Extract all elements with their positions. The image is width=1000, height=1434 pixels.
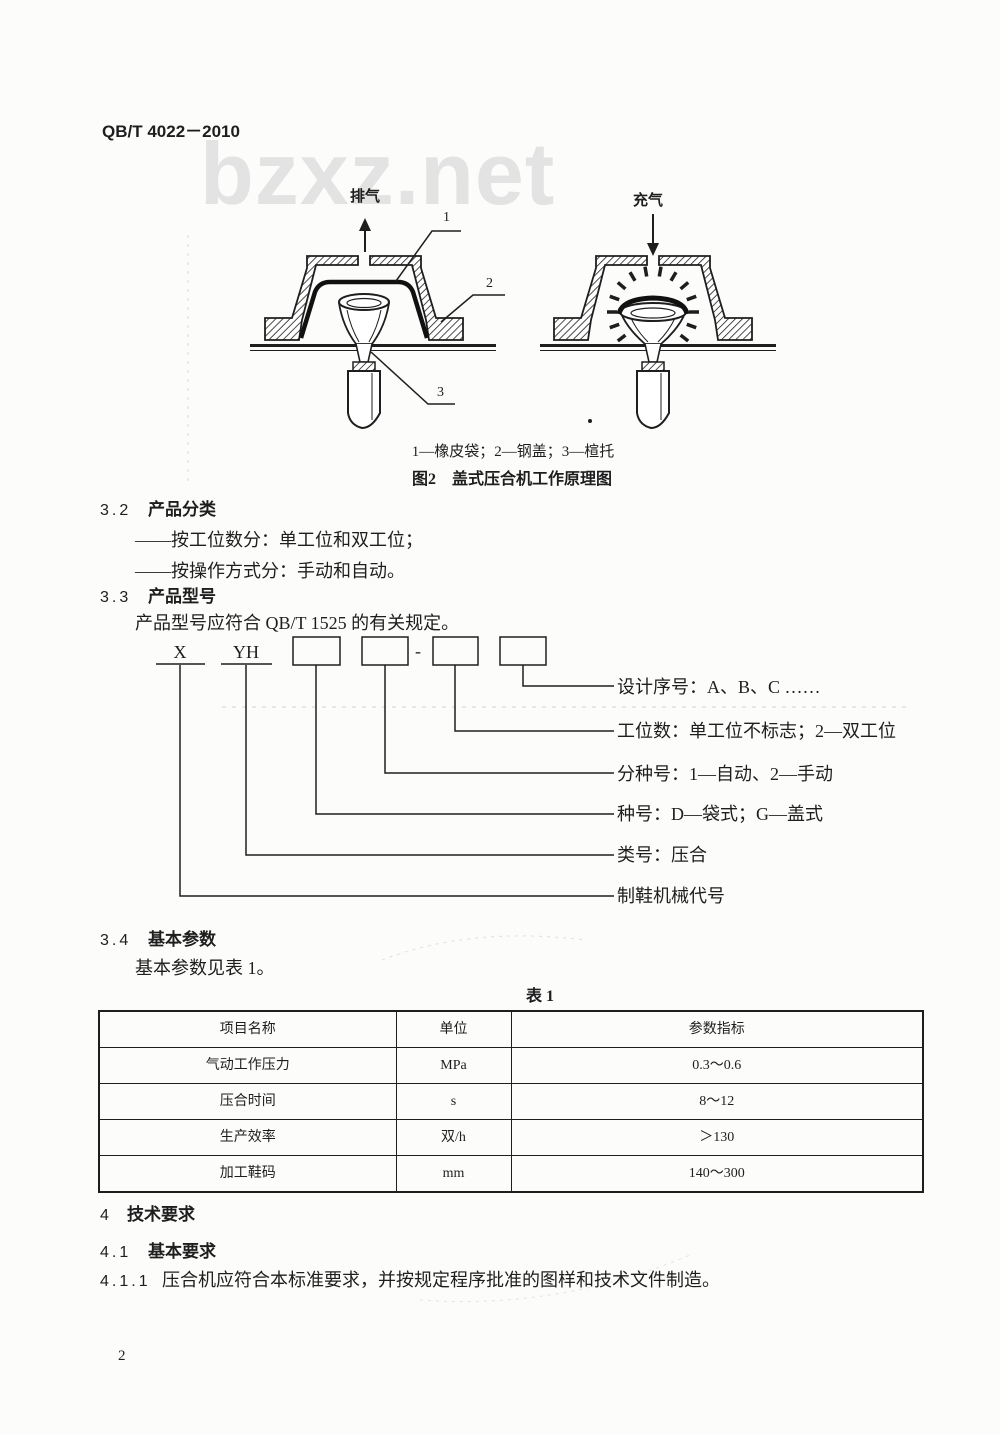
model-label-category: 类号：压合 [617, 845, 707, 865]
figure2-right-diagram [540, 214, 776, 430]
scan-dot [588, 419, 592, 423]
table-cell: 8～12 [510, 1083, 924, 1120]
last-holder [616, 295, 690, 430]
leader-machine-code [179, 665, 614, 897]
figure-caption: 图2 盖式压合机工作原理图 [411, 471, 612, 488]
figure-legend: 1—橡皮袋；2—钢盖；3—楦托 [411, 444, 615, 460]
exhaust-arrow-icon [359, 218, 371, 252]
parameters-table: 项目名称 单位 参数指标 气动工作压力 MPa 0.3～0.6 压合时间 s 8… [98, 1010, 924, 1193]
watermark: bzxz.net [200, 124, 556, 223]
figure2-left-diagram [250, 218, 505, 430]
paragraph: 基本参数见表 1。 [135, 958, 275, 978]
code-box-3 [432, 636, 479, 666]
model-label-type: 种号：D—袋式；G—盖式 [617, 804, 823, 824]
section-title: 产品分类 [148, 500, 216, 519]
last-holder [338, 293, 390, 430]
section-heading-3-4: 3.4 基本参数 [100, 931, 216, 949]
table-cell: 加工鞋码 [98, 1155, 397, 1193]
table-row: 压合时间 s 8～12 [98, 1083, 924, 1120]
model-label-subtype: 分种号：1—自动、2—手动 [617, 764, 833, 784]
table-cell: s [395, 1083, 512, 1120]
standard-code-header: QB/T 4022－2010 [102, 122, 240, 141]
table-header-cell: 参数指标 [510, 1010, 924, 1048]
clause-text: 压合机应符合本标准要求，并按规定程序批准的图样和技术文件制造。 [162, 1270, 720, 1290]
model-label-station-count: 工位数：单工位不标志；2—双工位 [617, 721, 896, 741]
table-cell: 气动工作压力 [98, 1047, 397, 1084]
leader-line-3 [370, 351, 455, 405]
callout-1: 1 [443, 210, 450, 225]
table-row: 加工鞋码 mm 140～300 [98, 1155, 924, 1193]
callout-2: 2 [486, 276, 493, 291]
table-header-row: 项目名称 单位 参数指标 [98, 1010, 924, 1048]
base-plate [250, 344, 496, 351]
section-title: 技术要求 [127, 1205, 195, 1224]
leader-design-serial [522, 665, 614, 687]
inflate-label: 充气 [632, 193, 663, 209]
table-cell: 压合时间 [98, 1083, 397, 1120]
inflate-arrow-icon [647, 214, 659, 256]
rubber-bag [616, 295, 690, 315]
paragraph: 产品型号应符合 QB/T 1525 的有关规定。 [135, 613, 460, 633]
table-header-cell: 项目名称 [98, 1010, 397, 1048]
code-box-4 [499, 636, 547, 666]
model-separator: - [415, 641, 421, 661]
steel-cover [553, 255, 753, 341]
section-number: 4.1 [100, 1244, 132, 1261]
section-heading-4-1: 4.1 基本要求 [100, 1243, 216, 1261]
section-number: 3.4 [100, 932, 132, 949]
exhaust-label: 排气 [349, 189, 380, 205]
leader-line-1 [395, 230, 461, 282]
model-code-diagram [156, 636, 614, 897]
clause-4-1-1: 4.1.1 压合机应符合本标准要求，并按规定程序批准的图样和技术文件制造。 [100, 1271, 720, 1290]
table-cell: MPa [395, 1047, 512, 1084]
scan-artifacts [187, 235, 912, 1303]
leader-category [245, 665, 614, 856]
table-row: 生产效率 双/h ＞130 [98, 1119, 924, 1156]
section-number: 3.2 [100, 502, 132, 519]
code-box-2 [361, 636, 409, 666]
code-box-1 [292, 636, 341, 666]
table-cell: 0.3～0.6 [510, 1047, 924, 1084]
table-cell: ＞130 [510, 1119, 924, 1156]
table-cell: 双/h [395, 1119, 512, 1156]
clause-number: 4.1.1 [100, 1273, 151, 1290]
model-prefix-2: YH [233, 642, 259, 662]
table-row: 气动工作压力 MPa 0.3～0.6 [98, 1047, 924, 1084]
leader-type [315, 665, 614, 815]
page-number: 2 [118, 1348, 126, 1364]
rubber-bag [298, 279, 430, 339]
list-item: ——按工位数分：单工位和双工位； [135, 530, 423, 550]
leader-subtype [384, 665, 614, 774]
table-title: 表 1 [525, 988, 554, 1005]
table-header-cell: 单位 [395, 1010, 512, 1048]
leader-station-count [454, 665, 614, 732]
section-title: 产品型号 [148, 587, 216, 606]
section-heading-3-2: 3.2 产品分类 [100, 501, 216, 519]
leader-line-2 [440, 294, 505, 323]
section-title: 基本参数 [148, 930, 216, 949]
table-cell: 生产效率 [98, 1119, 397, 1156]
list-item: ——按操作方式分：手动和自动。 [135, 561, 405, 581]
air-pressure-rays [607, 266, 699, 343]
table-cell: mm [395, 1155, 512, 1193]
model-label-design-serial: 设计序号：A、B、C …… [617, 677, 821, 697]
section-heading-3-3: 3.3 产品型号 [100, 588, 216, 606]
model-prefix-1: X [173, 642, 187, 662]
section-number: 3.3 [100, 589, 132, 606]
model-label-machine-code: 制鞋机械代号 [617, 886, 725, 906]
section-number: 4 [100, 1207, 112, 1224]
section-title: 基本要求 [148, 1242, 216, 1261]
table-cell: 140～300 [510, 1155, 924, 1193]
callout-3: 3 [437, 385, 444, 400]
section-heading-4: 4 技术要求 [100, 1206, 195, 1224]
